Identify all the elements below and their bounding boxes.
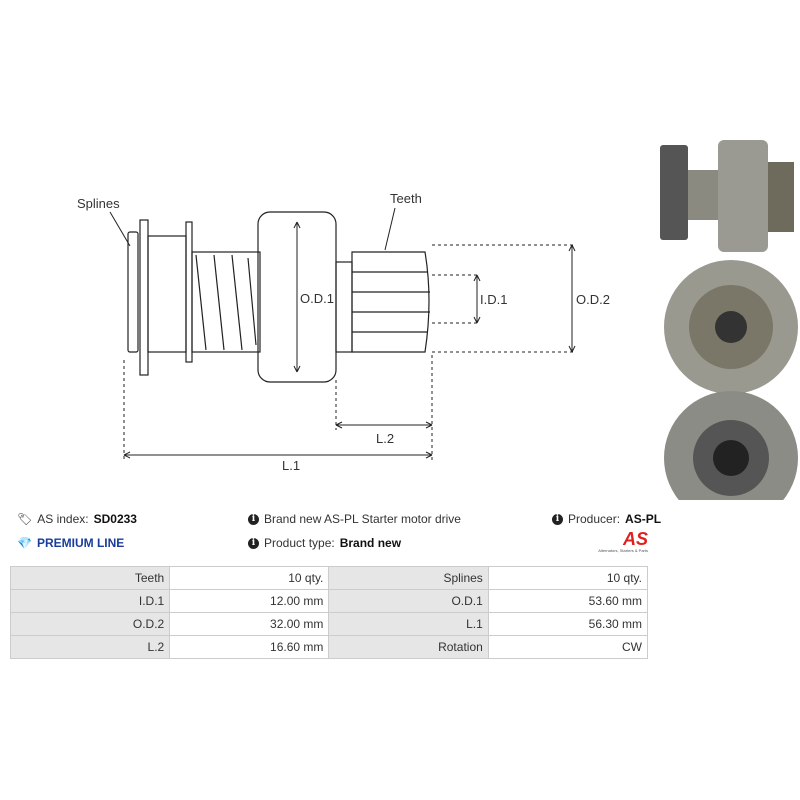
label-l1: L.1 (282, 458, 300, 473)
product-photos (660, 140, 798, 500)
spec-value: CW (487, 635, 649, 659)
info-icon: i (552, 513, 563, 525)
info-icon: i (248, 513, 259, 525)
spec-value: 12.00 mm (169, 589, 330, 613)
spec-value: 10 qty. (169, 566, 330, 590)
label-id1: I.D.1 (480, 292, 507, 307)
label-teeth: Teeth (390, 191, 422, 206)
premium-line: 💎PREMIUM LINE (17, 536, 125, 550)
as-index: 🏷 AS index:SD0233 (17, 512, 137, 526)
as-logo: AS Alternators, Starters & Parts (598, 529, 648, 553)
label-splines: Splines (77, 196, 120, 211)
spec-value: 56.30 mm (487, 612, 649, 636)
spec-label: L.1 (328, 612, 489, 636)
spec-label: Rotation (328, 635, 489, 659)
technical-drawing: Splines Teeth O.D.1 I.D.1 O.D.2 L.2 L.1 (77, 140, 798, 500)
label-od1: O.D.1 (300, 291, 334, 306)
spec-label: O.D.1 (328, 589, 489, 613)
spec-label: O.D.2 (9, 612, 171, 636)
spec-value: 10 qty. (487, 566, 649, 590)
spec-value: 32.00 mm (169, 612, 330, 636)
spec-label: Splines (328, 566, 489, 590)
diamond-icon: 💎 (17, 536, 32, 550)
tag-icon: 🏷 (17, 512, 33, 526)
spec-label: I.D.1 (9, 589, 171, 613)
label-l2: L.2 (376, 431, 394, 446)
info-icon: i (248, 537, 259, 549)
spec-label: Teeth (9, 566, 171, 590)
spec-value: 53.60 mm (487, 589, 649, 613)
spec-value: 16.60 mm (169, 635, 330, 659)
spec-label: L.2 (9, 635, 171, 659)
label-od2: O.D.2 (576, 292, 610, 307)
